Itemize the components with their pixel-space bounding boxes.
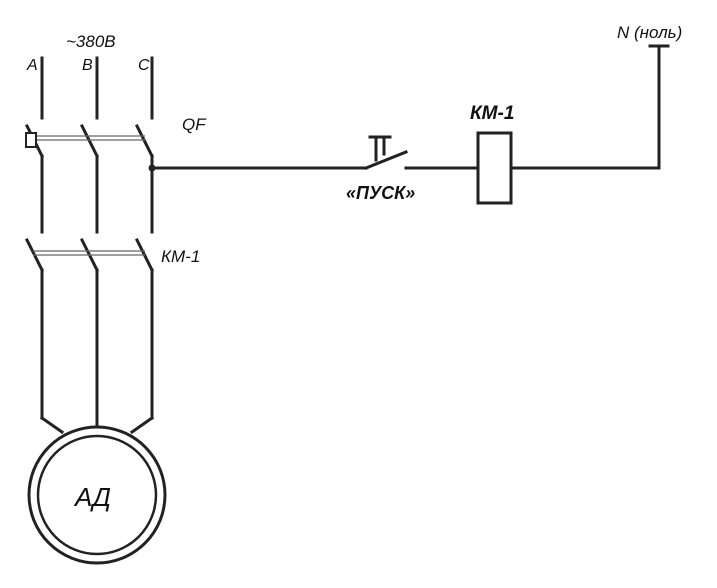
phase-b-label: B bbox=[82, 57, 93, 74]
contactor-km1-contacts-label: КМ-1 bbox=[161, 247, 200, 266]
neutral-wire bbox=[509, 44, 670, 170]
start-button-symbol bbox=[364, 135, 408, 170]
coil-km1-label: КМ-1 bbox=[470, 103, 514, 124]
neutral-label: N (ноль) bbox=[617, 23, 682, 42]
phase-c-label: C bbox=[138, 57, 150, 74]
phase-a-label: A bbox=[26, 57, 38, 74]
contactor-km1-contacts bbox=[33, 250, 145, 256]
breaker-qf-label: QF bbox=[182, 115, 207, 134]
motor-label: АД bbox=[73, 482, 111, 512]
phase-b-line bbox=[79, 56, 100, 427]
phase-a-line bbox=[24, 56, 65, 435]
breaker-qf bbox=[25, 132, 145, 148]
start-button-label: «ПУСК» bbox=[346, 183, 415, 203]
voltage-label: ~380В bbox=[66, 32, 116, 51]
motor-symbol bbox=[27, 425, 167, 565]
coil-km1 bbox=[476, 131, 513, 205]
phase-c-line bbox=[129, 56, 155, 435]
